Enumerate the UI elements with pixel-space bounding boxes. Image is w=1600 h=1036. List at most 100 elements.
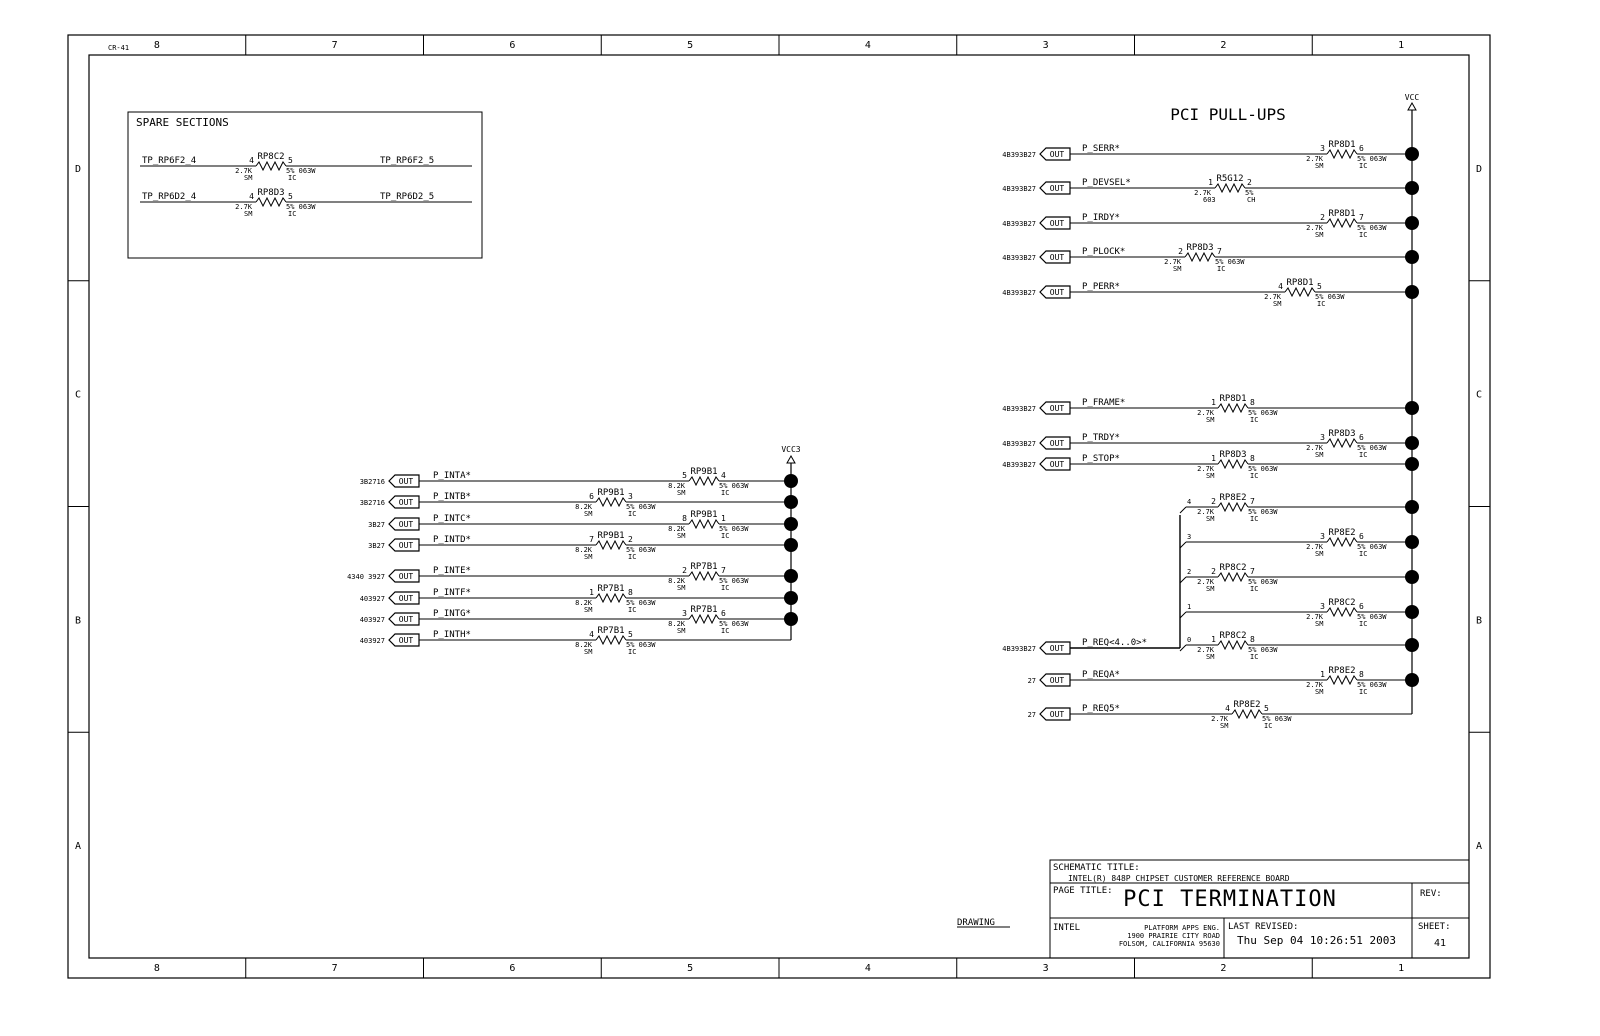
ic-tag: IC — [628, 510, 636, 518]
pin-right: 6 — [1359, 532, 1364, 541]
spare-net-left: TP_RP6F2_4 — [142, 156, 196, 166]
column-marker-bottom: 7 — [332, 963, 338, 974]
package: SM — [1206, 585, 1214, 593]
pin-right: 6 — [1359, 433, 1364, 442]
net-name: P_INTF* — [433, 588, 471, 598]
bus-bit: 2 — [1187, 568, 1191, 576]
tolerance: 5% 063W — [1357, 224, 1387, 232]
net-name: P_INTB* — [433, 492, 471, 502]
pin-right: 2 — [1247, 178, 1252, 187]
pin-left: 4 — [249, 192, 254, 201]
net-name: P_REQ5* — [1082, 704, 1120, 714]
resistor-value: 8.2K — [668, 525, 686, 533]
page-reference: 4B393B27 — [1002, 461, 1036, 469]
resistor-value: 2.7K — [1306, 155, 1324, 163]
pin-right: 5 — [288, 156, 293, 165]
pin-right: 5 — [1264, 704, 1269, 713]
ref-designator: RP9B1 — [597, 488, 624, 498]
connector-label: OUT — [1050, 253, 1065, 262]
ref-designator: RP7B1 — [690, 562, 717, 572]
resistor-value: 2.7K — [1197, 646, 1215, 654]
ic-tag: IC — [1250, 515, 1258, 523]
vcc-label: VCC — [1405, 93, 1420, 102]
tolerance: 5% 063W — [1357, 613, 1387, 621]
pin-left: 1 — [1211, 635, 1216, 644]
net-name: P_INTH* — [433, 630, 471, 640]
ref-designator: RP8D3 — [257, 188, 284, 198]
tolerance: 5% 063W — [626, 546, 656, 554]
row-marker-right: B — [1476, 615, 1482, 626]
pin-left: 2 — [1178, 247, 1183, 256]
pin-right: 5 — [628, 630, 633, 639]
ref-designator: RP8D1 — [1219, 394, 1246, 404]
pin-left: 3 — [1320, 532, 1325, 541]
ref-designator: RP7B1 — [597, 584, 624, 594]
resistor-symbol — [1184, 252, 1216, 262]
tolerance: 5% 063W — [626, 503, 656, 511]
ref-designator: RP8D3 — [1328, 429, 1355, 439]
pin-left: 2 — [1320, 213, 1325, 222]
row-marker-right: D — [1476, 164, 1482, 175]
page-reference: 403927 — [360, 616, 385, 624]
pin-left: 2 — [1211, 497, 1216, 506]
resistor-symbol — [1217, 502, 1249, 512]
package: SM — [584, 553, 592, 561]
ic-tag: IC — [721, 584, 729, 592]
connector-label: OUT — [399, 572, 414, 581]
package: SM — [1206, 416, 1214, 424]
vcc3-arrow — [786, 454, 796, 464]
connector-label: OUT — [1050, 439, 1065, 448]
resistor-value: 8.2K — [668, 577, 686, 585]
column-marker-bottom: 4 — [865, 963, 871, 974]
pin-right: 8 — [628, 588, 633, 597]
bus-entry — [1179, 576, 1187, 584]
resistor-symbol — [1217, 640, 1249, 650]
resistor-value: 8.2K — [575, 641, 593, 649]
row-marker-right: A — [1476, 841, 1482, 852]
ic-tag: IC — [1359, 688, 1367, 696]
page-reference: 403927 — [360, 595, 385, 603]
pin-left: 8 — [682, 514, 687, 523]
resistor-value: 2.7K — [1164, 258, 1182, 266]
resistor-symbol — [255, 161, 287, 171]
page-reference: 27 — [1028, 677, 1036, 685]
tolerance: 5% 063W — [1357, 681, 1387, 689]
ic-tag: IC — [721, 489, 729, 497]
connector-label: OUT — [399, 541, 414, 550]
tolerance: 5% 063W — [1262, 715, 1292, 723]
resistor-value: 2.7K — [1197, 508, 1215, 516]
bus-entry — [1179, 611, 1187, 619]
package: SM — [677, 584, 685, 592]
ic-tag: IC — [1250, 585, 1258, 593]
tolerance: 5% 063W — [626, 599, 656, 607]
ic-tag: IC — [1217, 265, 1225, 273]
resistor-symbol — [1326, 675, 1358, 685]
net-name: P_INTD* — [433, 535, 471, 545]
package: SM — [1315, 231, 1323, 239]
resistor-symbol — [1326, 537, 1358, 547]
resistor-value: 2.7K — [1306, 613, 1324, 621]
corner-label: CR-41 — [108, 44, 129, 52]
net-name: P_FRAME* — [1082, 398, 1125, 408]
page-reference: 403927 — [360, 637, 385, 645]
resistor-symbol — [1326, 438, 1358, 448]
pin-right: 8 — [1359, 670, 1364, 679]
ref-designator: RP8E2 — [1219, 493, 1246, 503]
resistor-symbol — [1326, 218, 1358, 228]
package: SM — [1173, 265, 1181, 273]
pin-right: 4 — [721, 471, 726, 480]
